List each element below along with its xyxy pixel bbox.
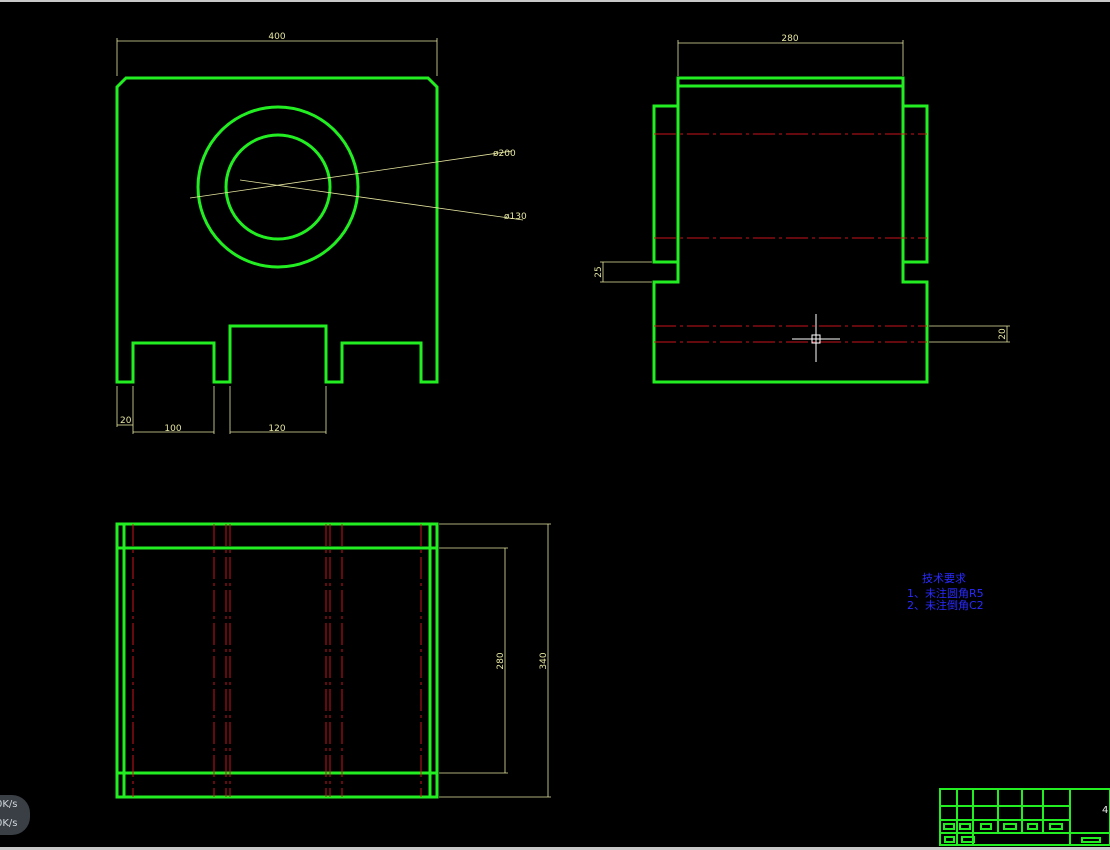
tech-req-item-1: 1、未注圆角R5	[907, 586, 984, 600]
leader-inner-dia	[239, 179, 524, 221]
technical-requirements: 技术要求 1、未注圆角R5 2、未注倒角C2	[907, 572, 984, 612]
front-view-outline	[115, 76, 439, 384]
side-view-top-cap	[676, 76, 905, 88]
dim-side-slot: 25	[594, 266, 604, 277]
dim-outer-dia: ø200	[493, 149, 516, 159]
top-view-outline	[115, 522, 439, 799]
dim-slot-center: 120	[268, 424, 285, 434]
tech-req-title: 技术要求	[922, 572, 966, 585]
top-view: 280 340	[115, 522, 551, 799]
inner-bore-circle	[224, 133, 332, 241]
upload-speed: 0K/s	[0, 799, 18, 810]
dim-top-outer: 340	[539, 652, 549, 669]
front-view: 400 ø200 ø130 20 100 120	[115, 32, 527, 434]
network-speed-widget[interactable]: 0K/s 0K/s	[0, 795, 30, 835]
window-top-border	[0, 0, 1110, 2]
dim-slot-left: 100	[164, 424, 181, 434]
title-block-frame	[939, 788, 1110, 846]
sheet-number: 4	[1102, 805, 1109, 816]
download-speed: 0K/s	[0, 818, 18, 829]
side-view-outline	[652, 84, 929, 384]
dim-side-width: 280	[781, 34, 798, 44]
leader-outer-dia	[189, 150, 513, 199]
outer-bore-circle	[196, 105, 360, 269]
title-block	[939, 788, 1110, 846]
dim-top-inner: 280	[496, 652, 506, 669]
side-view: 280 25 20	[594, 34, 1010, 384]
crosshair-cursor-icon	[792, 314, 840, 362]
window-bottom-border	[0, 847, 1110, 850]
dim-front-width: 400	[268, 32, 285, 42]
dim-side-right: 20	[998, 328, 1008, 340]
dim-leg: 20	[120, 416, 132, 426]
tech-req-item-2: 2、未注倒角C2	[907, 598, 984, 612]
dim-inner-dia: ø130	[504, 212, 527, 222]
